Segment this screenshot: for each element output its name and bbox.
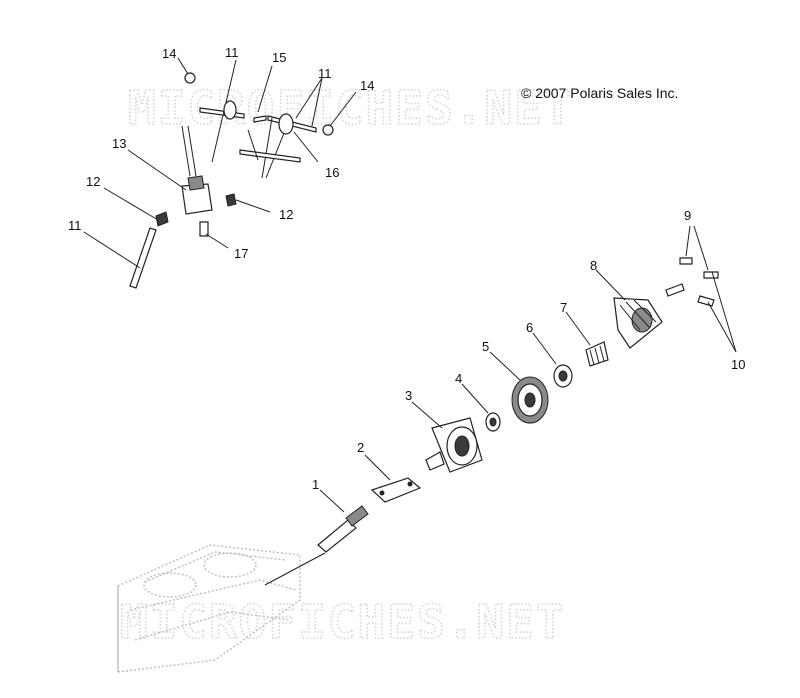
- callout-14-left: 14: [162, 46, 176, 61]
- callout-11-right: 11: [318, 66, 332, 81]
- part-5-impeller: [489, 351, 549, 424]
- callout-17: 17: [234, 246, 248, 261]
- callout-12-right: 12: [279, 207, 293, 222]
- callout-15: 15: [272, 50, 286, 65]
- callout-12-left: 12: [86, 174, 100, 189]
- callout-6: 6: [526, 320, 533, 335]
- callout-1: 1: [312, 477, 319, 492]
- callout-10: 10: [731, 357, 745, 372]
- callout-11-top: 11: [225, 45, 239, 60]
- callout-labels: 14 11 15 11 14 13 16 12 12 11 17 9 8 7 6…: [68, 45, 745, 492]
- part-3-pump-housing: [411, 401, 483, 473]
- callout-7: 7: [560, 300, 567, 315]
- callout-8: 8: [590, 258, 597, 273]
- part-4-seal: [461, 383, 501, 432]
- part-2-gasket: [364, 454, 422, 503]
- part-9-10-bolts: [665, 225, 737, 353]
- watermark-top: MICROFICHES.NET: [128, 81, 573, 135]
- part-1-pump-shaft: [264, 489, 369, 586]
- copyright-notice: © 2007 Polaris Sales Inc.: [521, 85, 678, 101]
- callout-5: 5: [482, 339, 489, 354]
- part-8-cover: [595, 269, 663, 349]
- callout-11-lower: 11: [68, 218, 82, 233]
- callout-4: 4: [455, 371, 462, 386]
- callout-9: 9: [684, 208, 691, 223]
- part-7-spring: [565, 311, 609, 367]
- callout-3: 3: [405, 388, 412, 403]
- upper-valve-assembly: [83, 57, 357, 289]
- engine-block-illustration: [117, 544, 301, 673]
- callout-2: 2: [357, 440, 364, 455]
- watermark-bottom: MICROFICHES.NET: [120, 595, 565, 649]
- callout-16: 16: [325, 165, 339, 180]
- part-6-bearing: [532, 332, 573, 388]
- callout-14-right: 14: [360, 78, 374, 93]
- callout-13: 13: [112, 136, 126, 151]
